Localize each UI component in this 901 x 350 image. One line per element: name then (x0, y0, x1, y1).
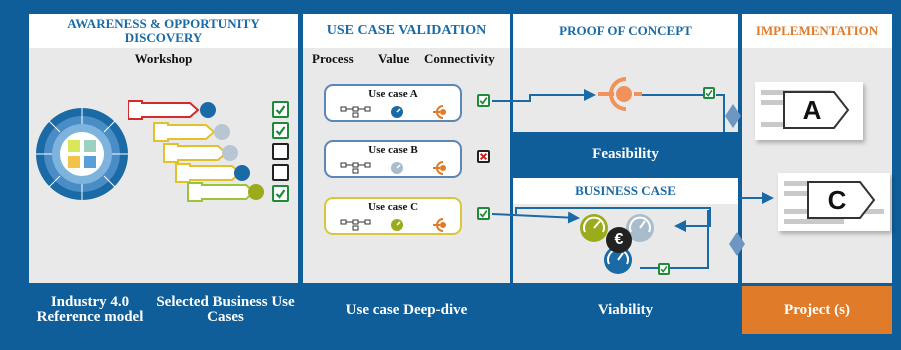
selected-use-cases-footer-text: Selected Business Use Cases (156, 294, 295, 325)
checkbox-5[interactable] (272, 185, 289, 202)
check-icon (705, 89, 713, 97)
validation-header-text: USE CASE VALIDATION (326, 23, 487, 38)
arrow-a-to-poc (492, 89, 596, 102)
reference-model-footer-text: Industry 4.0 Reference model (36, 294, 144, 325)
poc-header-text: PROOF OF CONCEPT (559, 23, 692, 38)
value-gauge-icon (391, 162, 403, 174)
use-case-staircase (128, 100, 264, 202)
check-icon (275, 189, 286, 199)
deep-dive-footer: Use case Deep-dive (303, 286, 510, 334)
poc-connectivity-icon (598, 77, 642, 111)
process-icon (340, 106, 371, 118)
connectivity-icon (433, 105, 446, 119)
poc-header: PROOF OF CONCEPT (513, 14, 738, 48)
cross-icon (479, 152, 488, 161)
check-icon (275, 126, 286, 136)
checkbox-4[interactable] (272, 164, 289, 181)
reference-model-wheel-icon (36, 108, 128, 200)
business-case-approved[interactable] (658, 263, 670, 275)
use-case-b-title: Use case B (368, 144, 418, 156)
poc-approved[interactable] (703, 87, 715, 99)
check-icon (660, 265, 668, 273)
discovery-header: AWARENESS & OPPORTUNITY DISCOVERY (29, 14, 298, 48)
use-case-a-card[interactable]: Use case A (324, 84, 462, 122)
use-case-b-rejected[interactable] (477, 150, 490, 163)
project-a-label: A (802, 94, 822, 125)
use-case-a-title: Use case A (368, 88, 418, 100)
feasibility-text: Feasibility (592, 145, 659, 162)
checkbox-1[interactable] (272, 101, 289, 118)
project-c-tag-shape (807, 181, 876, 219)
viability-footer-text: Viability (597, 301, 654, 318)
business-case-text: BUSINESS CASE (575, 183, 676, 198)
euro-icon: € (606, 227, 632, 253)
value-gauge-icon (391, 106, 403, 118)
arrow-c-to-business-case (491, 211, 580, 224)
column-process: Process (312, 51, 354, 66)
business-case-gauges (580, 214, 654, 274)
check-icon (479, 97, 488, 105)
use-case-a-approved[interactable] (477, 94, 490, 107)
checkbox-3[interactable] (272, 143, 289, 160)
feasibility-band: Feasibility (513, 133, 738, 175)
connectivity-icon (433, 218, 446, 232)
deep-dive-footer-text: Use case Deep-dive (345, 301, 468, 318)
implementation-header: IMPLEMENTATION (742, 14, 892, 48)
use-case-c-card[interactable]: Use case C (324, 197, 462, 235)
process-icon (340, 162, 371, 174)
use-case-b-card[interactable]: Use case B (324, 140, 462, 178)
discovery-header-text: AWARENESS & OPPORTUNITY DISCOVERY (67, 16, 260, 45)
implementation-header-text: IMPLEMENTATION (755, 23, 879, 38)
column-connectivity: Connectivity (424, 51, 495, 66)
selected-use-cases-footer: Selected Business Use Cases (153, 286, 298, 334)
project-footer-text: Project (s) (784, 301, 850, 318)
check-icon (275, 105, 286, 115)
project-a-tag-shape (783, 91, 850, 129)
reference-model-footer: Industry 4.0 Reference model (29, 286, 151, 334)
use-case-c-title: Use case C (367, 201, 419, 213)
business-case-header: BUSINESS CASE (513, 178, 738, 204)
checkbox-list (272, 101, 289, 202)
column-value: Value (378, 51, 410, 66)
value-gauge-icon (391, 219, 403, 231)
milestone-diamond-1 (725, 104, 741, 128)
milestone-diamond-2 (729, 232, 745, 256)
workshop-label: Workshop (134, 51, 193, 66)
arrow-poc-down (716, 94, 725, 132)
project-footer: Project (s) (742, 286, 892, 334)
arrow-business-case-loop (515, 207, 711, 232)
validation-header: USE CASE VALIDATION (303, 14, 510, 48)
process-icon (340, 219, 371, 231)
viability-footer: Viability (513, 286, 738, 334)
check-icon (479, 210, 488, 218)
project-c-label: C (827, 184, 847, 215)
connectivity-icon (433, 161, 446, 175)
checkbox-2[interactable] (272, 122, 289, 139)
use-case-c-approved[interactable] (477, 207, 490, 220)
